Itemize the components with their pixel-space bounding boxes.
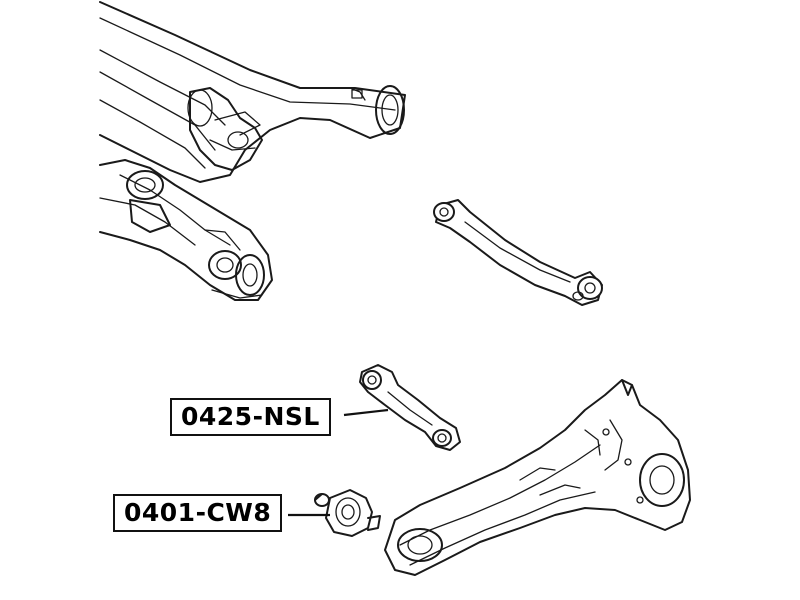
upper-link-drawing	[433, 199, 603, 306]
lower-link-drawing	[359, 364, 461, 451]
leader-line-control-arm	[343, 408, 389, 417]
rear-subframe-drawing	[99, 1, 406, 301]
bushing-drawing	[314, 489, 381, 537]
trailing-arm-drawing	[384, 379, 691, 576]
part-label-bushing: 0401-CW8	[113, 494, 283, 532]
part-label-control-arm: 0425-NSL	[170, 398, 331, 436]
